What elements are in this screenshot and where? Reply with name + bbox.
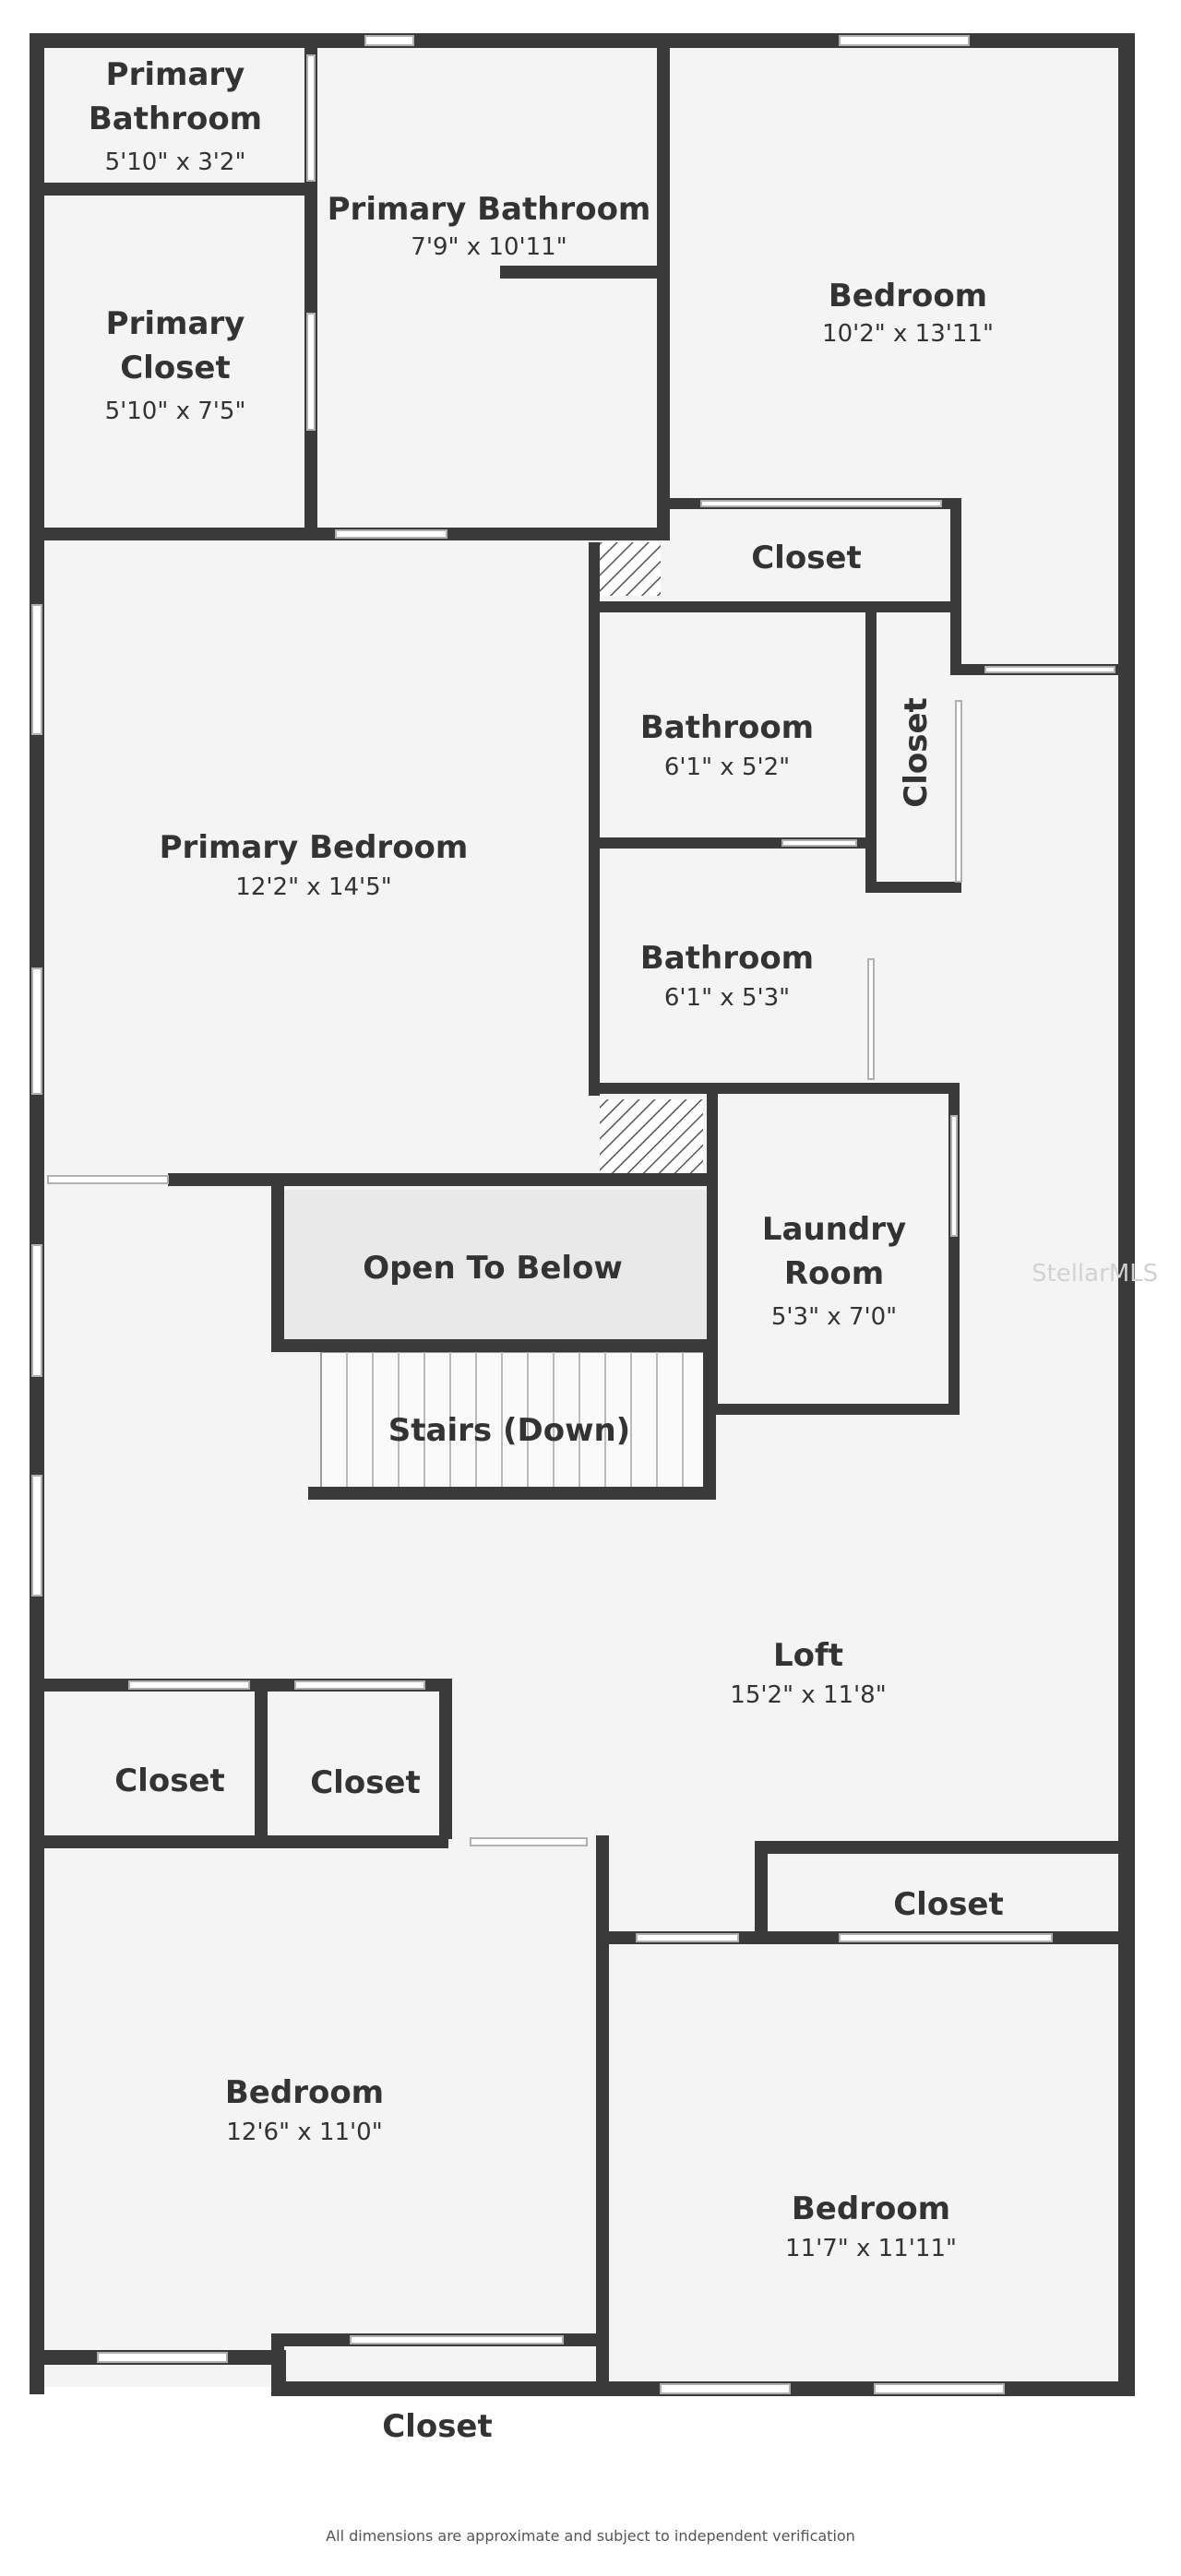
room-name: Closet — [382, 2408, 493, 2445]
room-primary-bathroom: Primary Bathroom 7'9" x 10'11" — [328, 191, 651, 261]
room-name: Closet — [120, 350, 231, 386]
room-name: Open To Below — [363, 1250, 623, 1287]
stairs-treads — [320, 1351, 710, 1499]
room-dimensions: 5'3" x 7'0" — [771, 1303, 897, 1331]
room-name: Laundry — [762, 1211, 906, 1248]
room-name: Closet — [893, 1886, 1004, 1923]
room-name: Primary — [106, 56, 245, 93]
room-name: Primary Bedroom — [160, 829, 469, 866]
room-dimensions: 7'9" x 10'11" — [411, 233, 567, 261]
room-dimensions: 6'1" x 5'3" — [664, 984, 790, 1012]
room-closet-vertical: Closet — [898, 697, 935, 808]
room-bedroom-top: Bedroom 10'2" x 13'11" — [822, 278, 994, 348]
room-dimensions: 5'10" x 3'2" — [105, 148, 246, 176]
room-name: Bathroom — [640, 940, 814, 977]
room-closet-left-1: Closet — [114, 1763, 225, 1799]
room-closet-right: Closet — [893, 1886, 1004, 1923]
room-name: Bedroom — [792, 2190, 950, 2227]
shaft-lower — [600, 1099, 703, 1179]
room-name: Bathroom — [89, 101, 262, 137]
room-dimensions: 5'10" x 7'5" — [105, 398, 246, 425]
room-name: Closet — [114, 1763, 225, 1799]
room-bedroom-lower-left: Bedroom 12'6" x 11'0" — [225, 2074, 384, 2146]
open-to-below-area — [279, 1190, 707, 1345]
room-dimensions: 10'2" x 13'11" — [822, 320, 994, 348]
room-name: Closet — [310, 1764, 421, 1801]
room-name: Bedroom — [829, 278, 987, 315]
room-dimensions: 12'6" x 11'0" — [226, 2119, 382, 2146]
room-primary-bedroom: Primary Bedroom 12'2" x 14'5" — [160, 829, 469, 901]
room-dimensions: 11'7" x 11'11" — [785, 2235, 957, 2262]
room-bedroom-lower-right: Bedroom 11'7" x 11'11" — [785, 2190, 957, 2262]
room-name: Primary Bathroom — [328, 191, 651, 228]
room-bathroom-upper: Bathroom 6'1" x 5'2" — [640, 709, 814, 781]
room-open-to-below: Open To Below — [363, 1250, 623, 1287]
room-laundry: Laundry Room 5'3" x 7'0" — [762, 1211, 906, 1331]
room-stairs: Stairs (Down) — [388, 1412, 630, 1449]
room-closet-bottom: Closet — [382, 2408, 493, 2445]
room-dimensions: 15'2" x 11'8" — [730, 1681, 886, 1709]
room-loft: Loft 15'2" x 11'8" — [730, 1637, 886, 1709]
room-closet-left-2: Closet — [310, 1764, 421, 1801]
room-name: Stairs (Down) — [388, 1412, 630, 1449]
room-primary-bathroom-small: Primary Bathroom 5'10" x 3'2" — [89, 56, 262, 176]
room-name: Loft — [773, 1637, 843, 1674]
room-name: Room — [784, 1255, 884, 1292]
room-name: Closet — [898, 697, 935, 808]
openings — [31, 35, 1115, 2394]
room-closet-top: Closet — [751, 540, 862, 576]
room-dimensions: 6'1" x 5'2" — [664, 754, 790, 781]
room-dimensions: 12'2" x 14'5" — [235, 873, 391, 901]
watermark: StellarMLS — [1032, 1260, 1159, 1288]
room-name: Closet — [751, 540, 862, 576]
room-name: Primary — [106, 305, 245, 342]
room-primary-closet: Primary Closet 5'10" x 7'5" — [105, 305, 246, 425]
room-bathroom-lower: Bathroom 6'1" x 5'3" — [640, 940, 814, 1012]
room-name: Bathroom — [640, 709, 814, 746]
disclaimer-footer: All dimensions are approximate and subje… — [326, 2527, 855, 2545]
room-name: Bedroom — [225, 2074, 384, 2111]
shaft-upper — [600, 542, 661, 596]
